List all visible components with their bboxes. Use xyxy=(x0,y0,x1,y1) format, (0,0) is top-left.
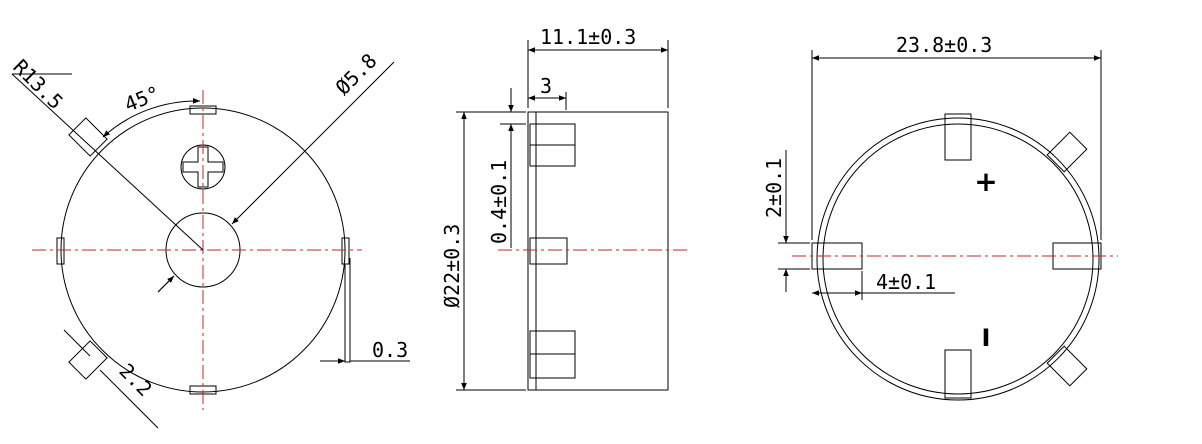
bottom-plus-symbol: + xyxy=(974,165,997,198)
bottom-pad-height-label: 2±0.1 xyxy=(762,158,786,218)
bottom-pad-width-label: 4±0.1 xyxy=(876,270,936,294)
bottom-minus-symbol: I xyxy=(982,324,991,352)
front-tab-upper-left xyxy=(68,117,108,157)
front-hole-label: Ø5.8 xyxy=(331,49,382,100)
side-diameter-label: Ø22±0.3 xyxy=(440,224,464,308)
bottom-view: + I 23.8±0.3 2±0.1 4±0.1 xyxy=(762,33,1118,401)
side-pin-bottom xyxy=(529,330,576,379)
bottom-pad-bottom xyxy=(944,349,972,399)
side-pin-middle xyxy=(529,237,568,265)
bottom-inner-circle xyxy=(822,123,1094,395)
front-pin-thickness-label: 0.3 xyxy=(372,338,408,362)
bottom-outer-circle xyxy=(816,117,1100,401)
side-body xyxy=(527,111,669,391)
front-tab-left xyxy=(56,237,65,265)
side-pin-thickness-label: 0.4±0.1 xyxy=(487,160,511,244)
front-radius-label: R13.5 xyxy=(8,55,68,115)
bottom-pad-top xyxy=(944,113,972,161)
side-view: 11.1±0.3 3 0.4±0.1 Ø22±0.3 xyxy=(440,25,690,391)
front-tab-lower-left xyxy=(68,340,108,380)
side-pin-top xyxy=(529,123,576,167)
bottom-width-label: 23.8±0.3 xyxy=(896,33,992,57)
side-pin-offset-label: 3 xyxy=(540,74,552,98)
front-tab-width-label: 2.2 xyxy=(114,359,157,402)
side-width-label: 11.1±0.3 xyxy=(540,25,636,49)
bottom-tab-upper-right xyxy=(1046,131,1088,173)
bottom-tab-lower-right xyxy=(1046,345,1088,387)
front-tab-right xyxy=(341,237,350,265)
front-angle-label: 45° xyxy=(121,81,163,117)
front-pin-right xyxy=(344,258,351,363)
front-view: R13.5 45° Ø5.8 0.3 2.2 xyxy=(8,49,410,429)
